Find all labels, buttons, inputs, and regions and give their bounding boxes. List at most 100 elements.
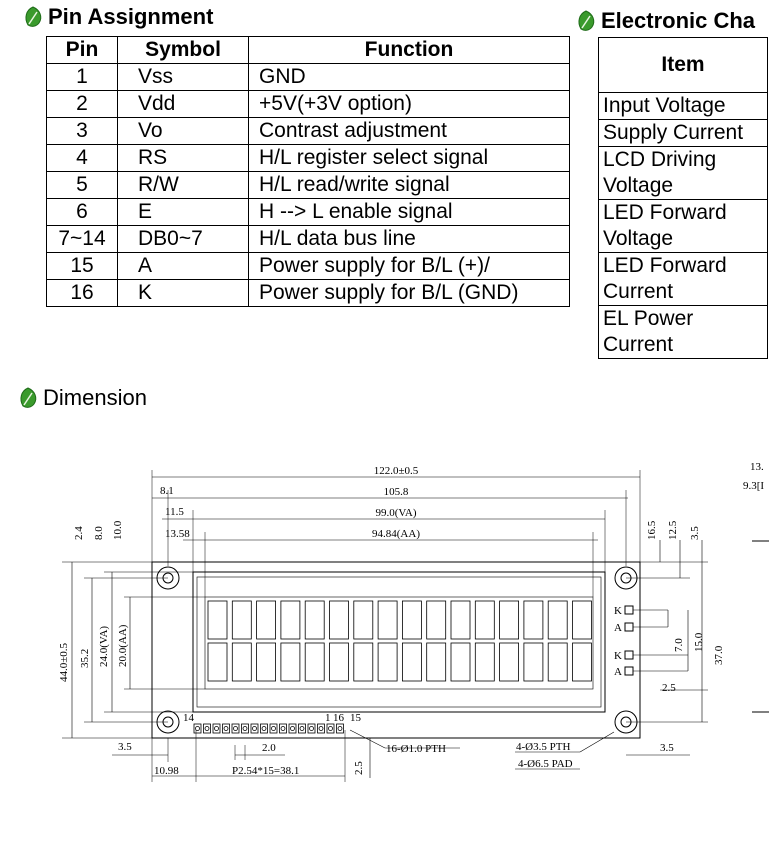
label-aa-width: 94.84(AA) [372,528,420,540]
character-cell [207,642,228,682]
label-pin-15: 15 [350,712,362,724]
character-cell [474,642,495,682]
pin-number-cell: 2 [46,90,118,118]
character-cell [280,600,301,640]
pin-function-cell: H/L read/write signal [248,171,570,199]
character-cell [450,642,471,682]
label-side-9-3: 9.3[I [743,480,764,492]
label-35-2: 35.2 [79,649,91,668]
column-header-function: Function [248,36,570,64]
pin-number-cell: 6 [46,198,118,226]
active-area-outline [204,596,594,690]
character-cell [304,642,325,682]
table-header-row: Pin Symbol Function [46,36,570,64]
label-k1: K [614,605,622,617]
pad-a1 [624,622,634,632]
pin-number-cell: 4 [46,144,118,172]
pin-pad [326,723,335,734]
character-cell [207,600,228,640]
viewing-area-outline [192,571,606,713]
label-16-5: 16.5 [646,520,658,540]
pin-hole [214,726,219,731]
label-pin-pth: 16-Ø1.0 PTH [386,743,446,755]
label-k2: K [614,650,622,662]
label-overall-width: 122.0±0.5 [374,465,419,477]
column-header-symbol: Symbol [117,36,249,64]
character-cell [499,642,520,682]
label-hole-pth: 4-Ø3.5 PTH [516,741,570,753]
character-cell [377,642,398,682]
label-15-0: 15.0 [693,632,705,652]
character-cell [377,600,398,640]
table-row: EL Power Current [598,305,768,359]
pin-pad [203,723,211,734]
bezel-inner [196,576,602,708]
label-11-5: 11.5 [165,506,184,518]
pin-pad [317,723,325,734]
pad-k2 [624,650,634,660]
character-cell [474,600,495,640]
label-37-0: 37.0 [713,645,725,665]
pin-hole [233,726,238,731]
label-10-0: 10.0 [112,520,124,540]
item-cell: LED Forward Voltage [598,199,768,253]
label-pin-16: 16 [333,712,345,724]
character-cell [329,600,349,640]
pad-k1 [624,605,634,615]
pin-pad [212,723,221,734]
table-row: Supply Current [598,119,768,147]
label-a2: A [614,666,622,678]
pin-function-cell: Contrast adjustment [248,117,570,145]
pin-hole [309,726,314,731]
pin-pad [336,723,344,734]
label-overall-height: 44.0±0.5 [58,642,70,682]
pin-symbol-cell: Vss [117,63,249,91]
label-13-58: 13.58 [165,528,190,540]
pin-hole [261,726,267,731]
label-va-height: 24.0(VA) [98,626,110,667]
label-2-4: 2.4 [73,526,85,540]
label-12-5: 12.5 [667,520,679,540]
pin-pad [269,723,278,734]
table-row: LED Forward Voltage [598,199,768,253]
label-2-0: 2.0 [262,742,276,754]
label-3-5-left: 3.5 [118,741,132,753]
pin-pad [241,723,249,734]
character-cell [256,642,277,682]
label-10-98: 10.98 [154,765,179,777]
character-cell [450,600,471,640]
pin-hole [223,726,229,731]
pin-pad [307,723,316,734]
module-outline [151,561,641,739]
character-cell [547,642,568,682]
label-8-0: 8.0 [93,526,105,540]
pin-assignment-title: Pin Assignment [48,4,214,29]
pin-pad [231,723,240,734]
character-cell [231,642,252,682]
pin-symbol-cell: A [117,252,249,280]
table-row: Input Voltage [598,92,768,120]
pin-function-cell: H/L register select signal [248,144,570,172]
pin-pad [288,723,297,734]
character-cell [256,600,277,640]
label-a1: A [614,622,622,634]
electronic-characteristics-title: Electronic Cha [601,8,756,33]
pin-hole [328,726,333,731]
pin-hole [204,726,210,731]
pin-symbol-cell: E [117,198,249,226]
pin-function-cell: H --> L enable signal [248,198,570,226]
pin-hole [290,726,295,731]
character-cell [231,600,252,640]
dimension-title: Dimension [43,385,147,410]
leaf-bullet-icon [578,10,595,31]
pin-hole [280,726,286,731]
